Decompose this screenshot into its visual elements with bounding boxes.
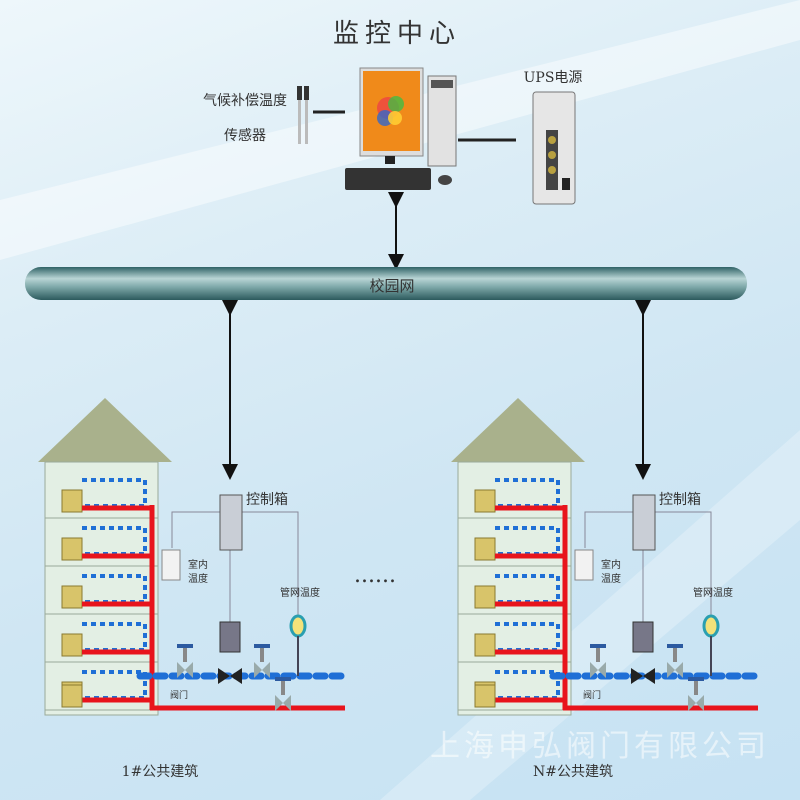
- valve-label: 阀门: [170, 689, 188, 701]
- gate-valve-icon: [667, 662, 683, 678]
- valve-handle: [177, 644, 193, 648]
- signal-line: [242, 511, 299, 620]
- sensor-label: 气候补偿温度: [203, 93, 287, 109]
- pipe-temp-sensor-icon: [702, 614, 720, 638]
- building-roof: [38, 398, 172, 462]
- radiator-icon: [474, 684, 496, 708]
- control-box-label: 控制箱: [246, 492, 288, 508]
- valve-handle: [590, 644, 606, 648]
- signal-line: [584, 511, 633, 548]
- radiator-icon: [474, 585, 496, 609]
- network-label: 校园网: [369, 277, 414, 295]
- pipe-temp-label: 管网温度: [280, 586, 320, 599]
- temperature-sensor-icon: [297, 86, 309, 144]
- indoor-temp-label: 温度: [188, 572, 208, 585]
- radiator-icon: [474, 537, 496, 561]
- valve-handle: [667, 644, 683, 648]
- valve-stem: [673, 648, 677, 662]
- valve-stem: [183, 648, 187, 662]
- regulating-valve-icon: [218, 668, 242, 684]
- regulating-valve-icon: [631, 668, 655, 684]
- valve-label: 阀门: [583, 689, 601, 701]
- building-name: N#公共建筑: [533, 764, 613, 780]
- valve-stem: [281, 681, 285, 695]
- pipe-temp-label: 管网温度: [693, 586, 733, 599]
- control-box-icon: [632, 494, 656, 551]
- gate-valve-icon: [590, 662, 606, 678]
- control-box-icon: [219, 494, 243, 551]
- radiator-icon: [61, 633, 83, 657]
- watermark: 上海申弘阀门有限公司: [430, 729, 770, 764]
- gate-valve-icon: [275, 695, 291, 711]
- radiator-icon: [61, 537, 83, 561]
- signal-line: [655, 511, 712, 620]
- ups-label: UPS电源: [524, 70, 583, 86]
- indoor-temp-sensor-icon: [574, 549, 594, 581]
- actuator-icon: [632, 621, 654, 653]
- ups-power-icon: [532, 91, 576, 205]
- computer-icon: [345, 67, 457, 190]
- sensor-label: 传感器: [224, 127, 266, 144]
- gate-valve-icon: [177, 662, 193, 678]
- gate-valve-icon: [688, 695, 704, 711]
- gate-valve-icon: [254, 662, 270, 678]
- signal-line: [171, 511, 220, 548]
- radiator-icon: [474, 633, 496, 657]
- valve-stem: [694, 681, 698, 695]
- valve-handle: [254, 644, 270, 648]
- valve-handle: [688, 677, 704, 681]
- indoor-temp-label: 室内: [188, 558, 208, 571]
- indoor-temp-label: 室内: [601, 558, 621, 571]
- valve-handle: [275, 677, 291, 681]
- valve-stem: [596, 648, 600, 662]
- monitoring-center-title: 监控中心: [333, 19, 461, 49]
- building-roof: [451, 398, 585, 462]
- actuator-icon: [219, 621, 241, 653]
- control-box-label: 控制箱: [659, 492, 701, 508]
- campus-network-pipe: [25, 267, 747, 300]
- ellipsis: ......: [354, 563, 396, 588]
- pipe-temp-sensor-icon: [289, 614, 307, 638]
- indoor-temp-label: 温度: [601, 572, 621, 585]
- radiator-icon: [474, 489, 496, 513]
- radiator-icon: [61, 585, 83, 609]
- valve-stem: [260, 648, 264, 662]
- building-name: 1#公共建筑: [122, 764, 199, 780]
- radiator-icon: [61, 684, 83, 708]
- radiator-icon: [61, 489, 83, 513]
- indoor-temp-sensor-icon: [161, 549, 181, 581]
